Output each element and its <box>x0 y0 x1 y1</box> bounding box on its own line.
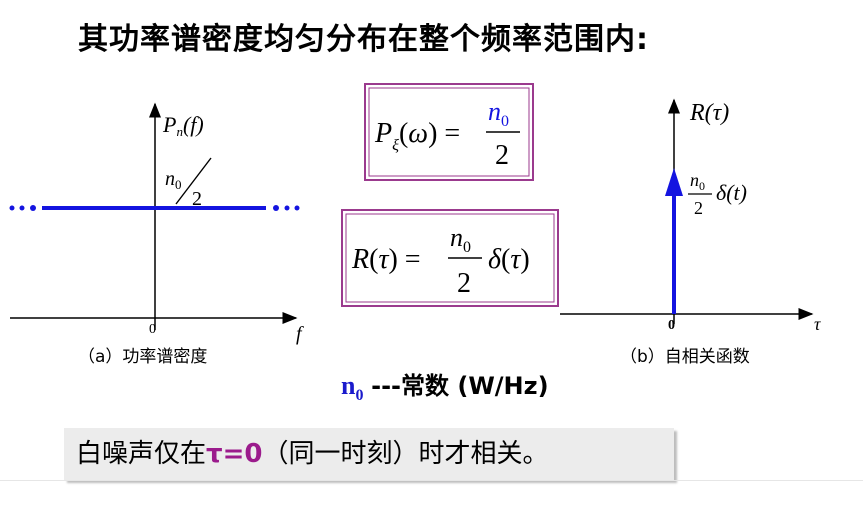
impulse-arrowhead <box>665 168 683 196</box>
svg-text:R(τ) =: R(τ) = <box>351 244 421 275</box>
conclusion-post: （同一时刻）时才相关。 <box>262 439 549 469</box>
conclusion-pre: 白噪声仅在 <box>76 439 207 469</box>
svg-text:2: 2 <box>457 268 471 299</box>
psd-annotation-num: n0 <box>165 168 182 192</box>
conclusion-box: 白噪声仅在τ=0（同一时刻）时才相关。 <box>64 428 674 480</box>
psd-annotation-den: 2 <box>192 188 202 210</box>
impulse-num: n0 <box>690 170 705 193</box>
autocorr-ylabel: R(τ) <box>689 100 729 126</box>
n0-symbol: n0 <box>341 371 364 405</box>
constant-note-text: ---常数 (W/Hz) <box>371 372 549 400</box>
psd-caption: （a）功率谱密度 <box>78 347 207 367</box>
autocorr-origin: 0 <box>668 318 675 333</box>
formula-psd: Pξ(ω) = n0 2 <box>364 83 534 181</box>
svg-text:2: 2 <box>495 140 509 171</box>
impulse-label: δ(t) <box>716 180 747 205</box>
psd-ylabel: Pn(f) <box>162 112 204 139</box>
svg-text:δ(τ): δ(τ) <box>488 244 530 275</box>
autocorr-xlabel: τ <box>814 314 821 334</box>
psd-origin: 0 <box>149 322 156 337</box>
autocorr-caption: （b）自相关函数 <box>620 347 750 367</box>
divider <box>0 480 863 481</box>
page-title: 其功率谱密度均匀分布在整个频率范围内: <box>78 22 649 57</box>
conclusion-highlight: τ=0 <box>206 439 263 469</box>
impulse-den: 2 <box>694 198 703 218</box>
svg-text:Pξ(ω) =: Pξ(ω) = <box>374 118 460 154</box>
formula-autocorr: R(τ) = n0 2 δ(τ) <box>341 209 559 307</box>
psd-annotation-slash <box>175 157 212 205</box>
psd-xlabel: f <box>296 323 304 345</box>
psd-plot: Pn(f) n0 2 0 f （a）功率谱密度 <box>9 102 304 367</box>
autocorr-plot: R(τ) n0 2 δ(t) 0 τ （b）自相关函数 <box>560 98 821 367</box>
psd-left-dots <box>9 205 36 211</box>
constant-note: n0 ---常数 (W/Hz) <box>341 366 549 405</box>
psd-right-dots <box>273 205 300 211</box>
